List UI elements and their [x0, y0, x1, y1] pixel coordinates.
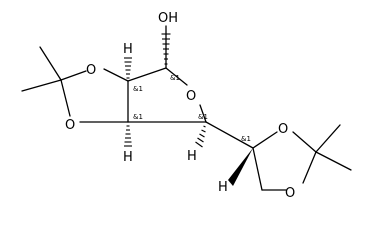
- atom-h-c5: H: [218, 180, 228, 195]
- stereo-labels: &1 &1 &1 &1 &1: [133, 74, 251, 143]
- atom-labels: OH O O O O O H H H H: [65, 11, 295, 201]
- stereo-label-c5: &1: [241, 135, 251, 143]
- hashed-bonds: [124, 33, 206, 148]
- bonds: [21, 25, 352, 191]
- atom-o-left-upper: O: [86, 63, 96, 78]
- wedge-bond-c5-h: [228, 148, 253, 186]
- atom-h-c4: H: [187, 149, 197, 164]
- bond-c4-c5: [205, 121, 254, 149]
- bond-methyl-right-b: [315, 151, 352, 171]
- atom-oh: OH: [158, 11, 178, 26]
- atom-h-bottom: H: [123, 150, 133, 165]
- bond-methyl-right-a: [315, 124, 341, 153]
- atom-o-ring: O: [186, 89, 196, 104]
- bond-methyl-left-b: [39, 46, 62, 81]
- molecule-structure-diagram: OH O O O O O H H H H &1 &1 &1 &1 &1: [21, 11, 352, 201]
- bond-cq-o-lower: [60, 79, 71, 117]
- stereo-label-c2: &1: [133, 85, 143, 93]
- atom-h-top: H: [123, 42, 133, 57]
- atom-o-dioxolane-bottom: O: [285, 186, 295, 201]
- bond-ch2-c5: [252, 147, 263, 191]
- bond-o-ring-c4: [199, 104, 207, 123]
- hashed-bond-c2-h: [124, 57, 132, 79]
- bond-cq-o-bottom: [302, 151, 317, 184]
- atom-o-dioxolane-top: O: [278, 122, 288, 137]
- bond-c5-o-top: [252, 131, 278, 149]
- stereo-label-c1: &1: [170, 74, 180, 82]
- bond-methyl-left-a: [21, 79, 62, 92]
- hashed-bond-c1-oh: [161, 33, 171, 65]
- atom-o-left-lower: O: [65, 118, 75, 133]
- hashed-bond-c4-h: [195, 125, 206, 148]
- bond-o-upper-c2: [103, 68, 129, 82]
- bond-c1-o-ring: [165, 67, 188, 86]
- bond-c2-c1: [127, 67, 167, 82]
- stereo-label-c3: &1: [133, 113, 143, 121]
- bond-cq-o-upper: [60, 70, 87, 81]
- hashed-bond-c3-h: [124, 125, 132, 147]
- bond-o-top-cq: [292, 131, 317, 153]
- stereo-label-c4: &1: [198, 113, 208, 121]
